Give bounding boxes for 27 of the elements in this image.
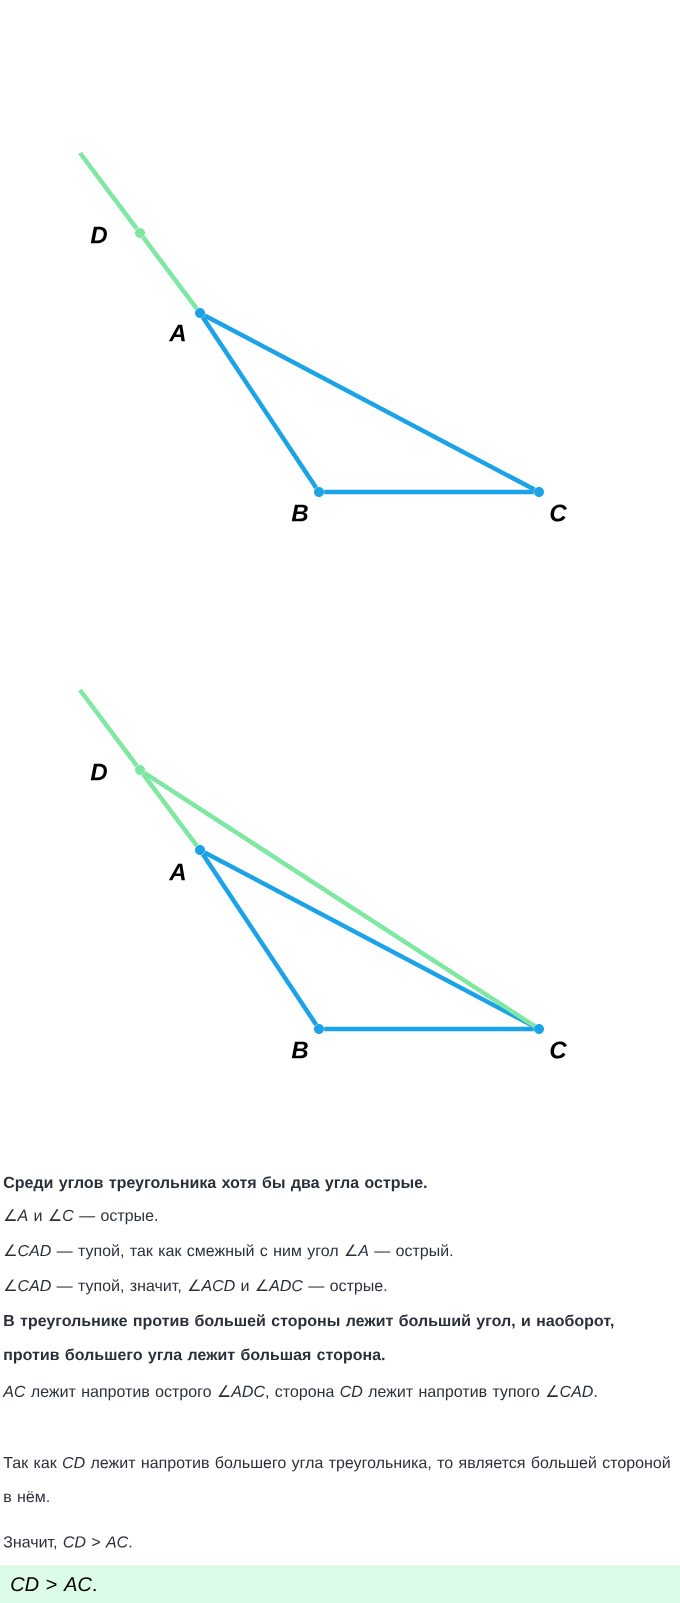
point-label: B [291,504,308,522]
paragraph: ∠A и ∠C — острые. [4,1209,157,1225]
line-segment [78,151,139,231]
line-segment [203,313,536,492]
line-segment [324,489,534,495]
line-segment [141,235,199,311]
answer-band: CD > AC. [0,1565,680,1603]
paragraph: Значит, CD > AC. [3,1536,132,1550]
line-segment [324,1026,534,1032]
paragraph: Так как CD лежит напротив большего угла треугольника, то является большей стороной в нём. [3,1456,670,1503]
point-label: B [291,1041,308,1059]
point-label: A [168,324,185,342]
line-segment [201,853,318,1026]
point-label: C [550,504,567,522]
paragraph: ∠CAD — тупой, так как смежный с ним угол ∠A — острый. [4,1244,453,1260]
paragraph: В треугольнике против большей стороны лежит больший угол, и наоборот, против большего угла лежит большая сторона. [4,1314,614,1364]
point-label: D [90,763,107,781]
line-segment [201,316,318,489]
point-label: D [90,226,107,244]
line-segment [141,772,199,848]
paragraph: AC лежит напротив острого ∠ADC, сторона CD лежит напротив тупого ∠CAD. [2,1385,597,1401]
paragraph: Среди углов треугольника хотя бы два угла острые. [3,1176,427,1192]
point-label: A [168,863,185,881]
line-segment [78,688,139,768]
point-label: C [550,1041,567,1059]
line-segment [143,770,536,1029]
paragraph: ∠CAD — тупой, значит, ∠ACD и ∠ADC — острые. [4,1279,387,1295]
